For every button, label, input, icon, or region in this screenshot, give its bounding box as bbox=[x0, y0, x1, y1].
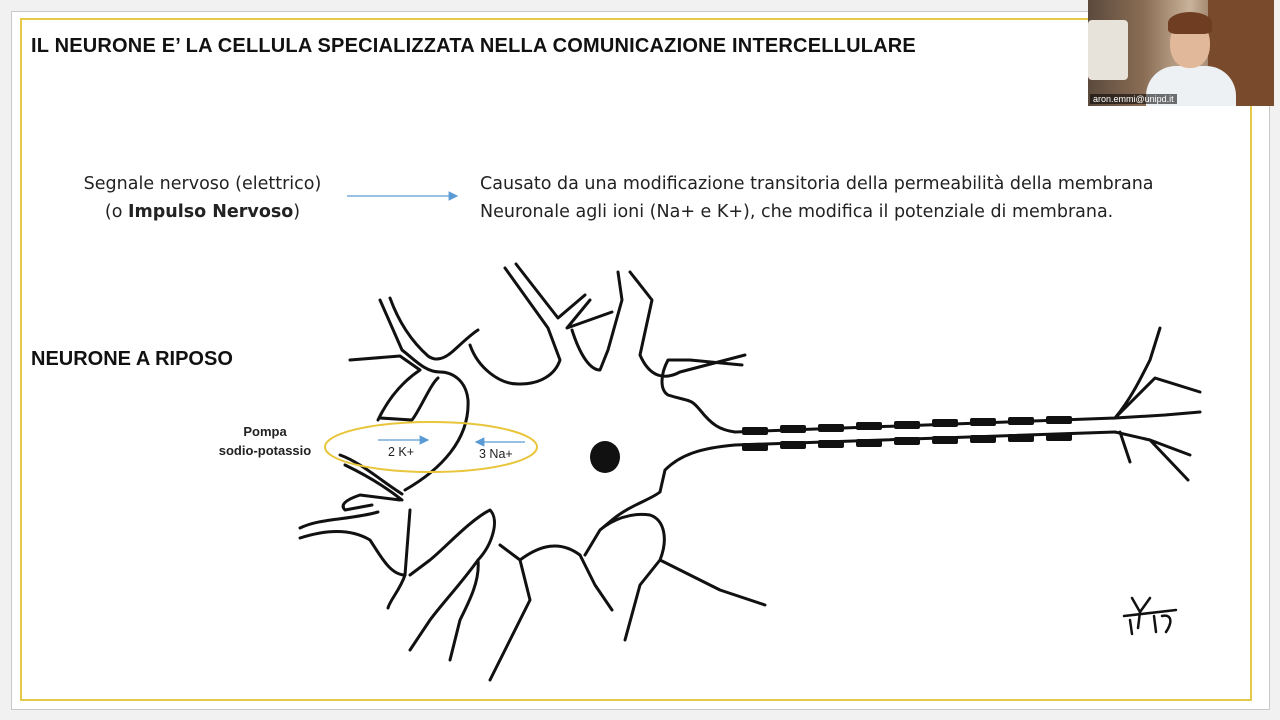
webcam-video[interactable]: aron.emmi@unipd.it bbox=[1088, 0, 1274, 106]
pump-ellipse bbox=[324, 421, 538, 473]
signal-line2: (o Impulso Nervoso) bbox=[60, 198, 345, 226]
slide-frame bbox=[20, 18, 1252, 701]
pump-label: Pompa sodio-potassio bbox=[210, 422, 320, 460]
signal-line2-prefix: (o bbox=[104, 202, 128, 222]
nucleus bbox=[590, 441, 620, 473]
webcam-background-object bbox=[1088, 20, 1128, 80]
axon-membrane bbox=[733, 326, 1202, 482]
cause-line1: Causato da una modificazione transitoria… bbox=[480, 174, 1154, 194]
slide-title: IL NEURONE E’ LA CELLULA SPECIALIZZATA N… bbox=[31, 35, 916, 57]
k-label: 2 K+ bbox=[388, 445, 415, 459]
neuron-membrane-top bbox=[378, 262, 747, 492]
cause-text: Causato da una modificazione transitoria… bbox=[480, 170, 1250, 226]
neuron-membrane-bottom bbox=[386, 443, 767, 682]
na-label: 3 Na+ bbox=[479, 447, 513, 461]
cause-line2: Neuronale agli ioni (Na+ e K+), che modi… bbox=[480, 202, 1114, 222]
myelin-sheath bbox=[742, 416, 1072, 451]
signal-label: Segnale nervoso (elettrico) (o Impulso N… bbox=[60, 170, 345, 226]
webcam-caption: aron.emmi@unipd.it bbox=[1090, 94, 1177, 104]
pump-label-line1: Pompa bbox=[243, 424, 287, 439]
signal-line2-bold: Impulso Nervoso bbox=[128, 202, 294, 222]
pump-label-line2: sodio-potassio bbox=[218, 443, 312, 458]
webcam-person-hair bbox=[1168, 12, 1212, 34]
artist-signature bbox=[1122, 596, 1178, 636]
slide bbox=[11, 11, 1270, 710]
signal-line1: Segnale nervoso (elettrico) bbox=[83, 174, 322, 194]
resting-neuron-heading: NEURONE A RIPOSO bbox=[31, 348, 233, 370]
neuron-dendrite-left bbox=[298, 354, 440, 577]
signal-line2-suffix: ) bbox=[293, 202, 301, 222]
